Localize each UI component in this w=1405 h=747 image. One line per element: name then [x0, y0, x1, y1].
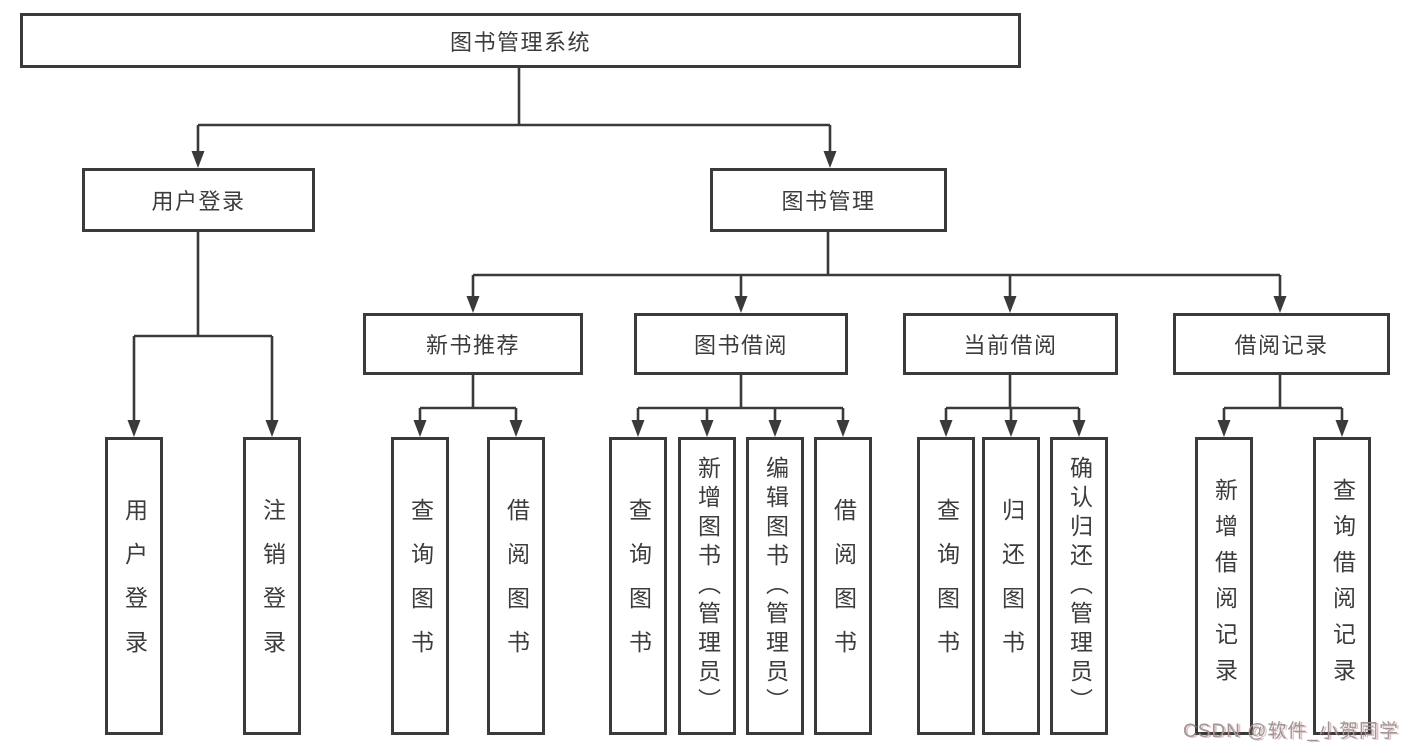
- arrowhead-icon: [768, 420, 782, 437]
- arrowhead-icon: [700, 420, 714, 437]
- connector-path: [132, 68, 1344, 421]
- arrowhead-icons: [127, 151, 1349, 437]
- arrowhead-icon: [413, 420, 427, 437]
- node-root-library-system: 图书管理系统: [20, 13, 1021, 68]
- arrowhead-icon: [466, 296, 480, 313]
- arrowhead-icon: [1003, 296, 1017, 313]
- arrowhead-icon: [509, 420, 523, 437]
- arrowhead-icon: [265, 420, 279, 437]
- arrowhead-icon: [631, 420, 645, 437]
- leaf-query-borrow-record: 查询借阅记录: [1313, 437, 1371, 735]
- arrowhead-icon: [1273, 296, 1287, 313]
- leaf-user-login: 用户登录: [105, 437, 163, 735]
- arrowhead-icon: [1072, 420, 1086, 437]
- leaf-confirm-return-admin: 确认归还（管理员）: [1050, 437, 1108, 735]
- leaf-return-book: 归还图书: [982, 437, 1040, 735]
- node-book-management: 图书管理: [710, 168, 947, 232]
- arrowhead-icon: [939, 420, 953, 437]
- node-current-borrow: 当前借阅: [903, 313, 1118, 375]
- leaf-edit-book-admin: 编辑图书（管理员）: [746, 437, 804, 735]
- leaf-add-book-admin: 新增图书（管理员）: [678, 437, 736, 735]
- leaf-borrow-book-2: 借阅图书: [814, 437, 872, 735]
- csdn-watermark: CSDN @软件_小贺同学: [1183, 721, 1399, 742]
- arrowhead-icon: [1217, 420, 1231, 437]
- arrowhead-icon: [1004, 420, 1018, 437]
- arrowhead-icon: [823, 151, 837, 168]
- leaf-borrow-book-1: 借阅图书: [487, 437, 545, 735]
- arrowhead-icon: [836, 420, 850, 437]
- leaf-query-book-2: 查询图书: [609, 437, 667, 735]
- node-borrow-records: 借阅记录: [1173, 313, 1390, 375]
- arrowhead-icon: [191, 151, 205, 168]
- leaf-add-borrow-record: 新增借阅记录: [1195, 437, 1253, 735]
- leaf-logout: 注销登录: [243, 437, 301, 735]
- leaf-query-book-1: 查询图书: [391, 437, 449, 735]
- arrowhead-icon: [1335, 420, 1349, 437]
- node-user-login: 用户登录: [82, 168, 315, 232]
- leaf-query-book-3: 查询图书: [917, 437, 975, 735]
- node-new-book-recommend: 新书推荐: [363, 313, 583, 375]
- node-book-borrow: 图书借阅: [634, 313, 848, 375]
- arrowhead-icon: [734, 296, 748, 313]
- arrowhead-icon: [127, 420, 141, 437]
